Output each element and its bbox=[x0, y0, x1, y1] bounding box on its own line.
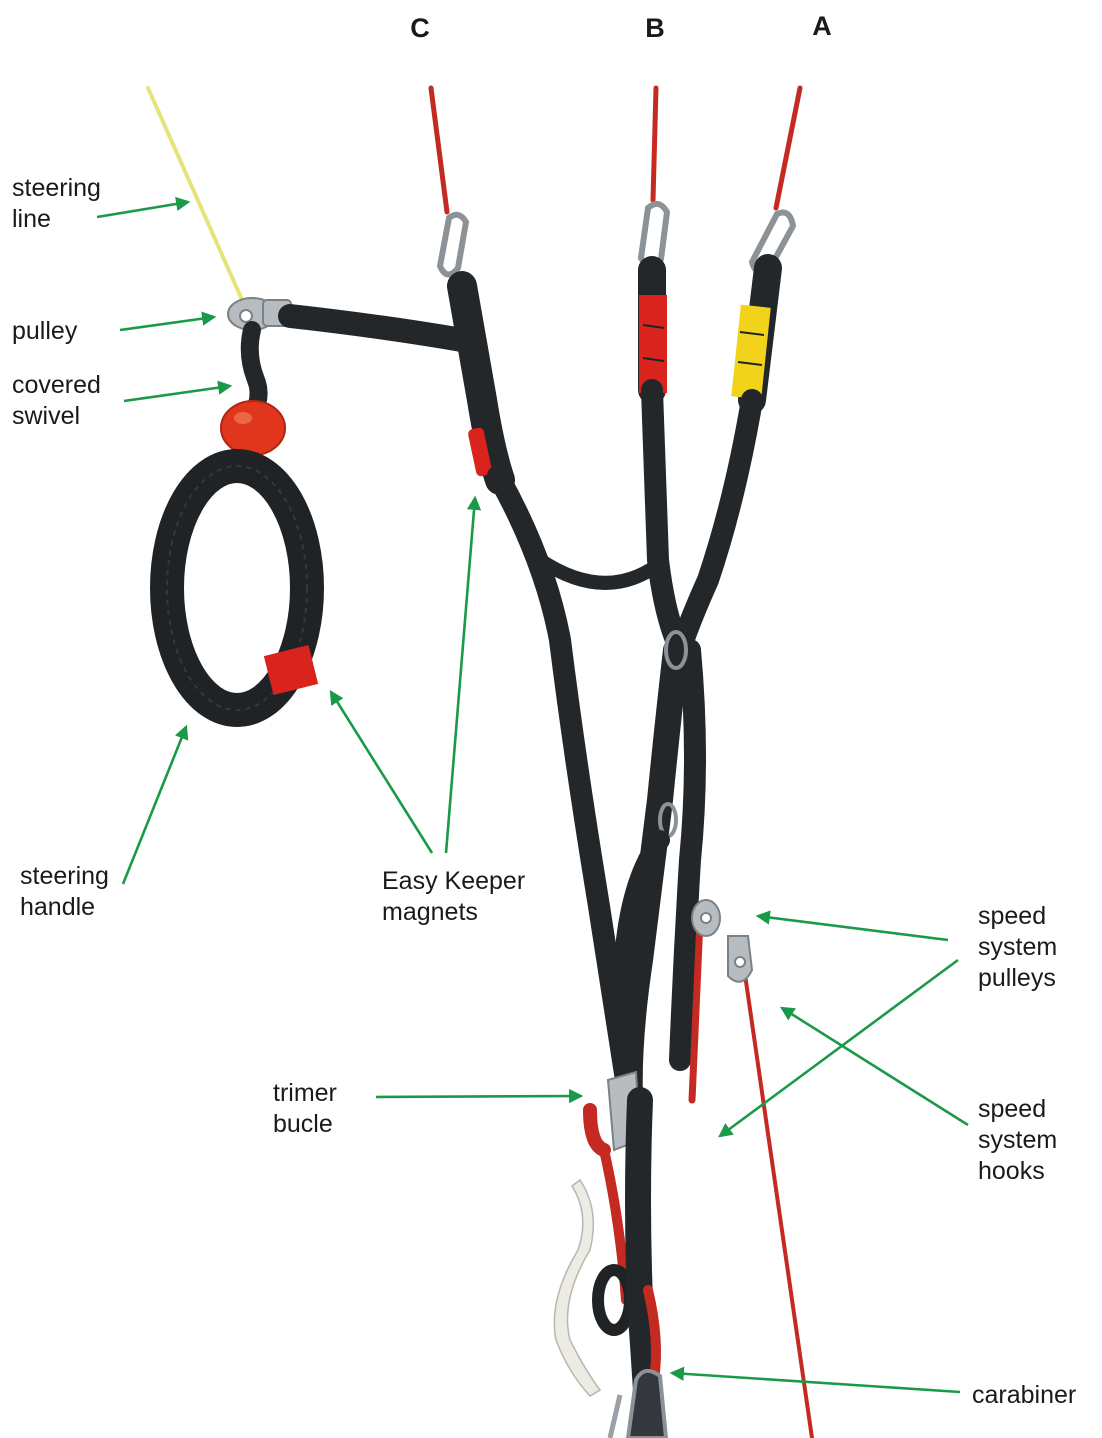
green-arrow-icon bbox=[123, 727, 186, 884]
label-pulley: pulley bbox=[12, 317, 78, 345]
steering-handle-loop bbox=[167, 466, 318, 710]
b-riser-marker bbox=[639, 295, 667, 393]
a-line bbox=[776, 88, 800, 208]
green-arrow-icon bbox=[758, 916, 948, 940]
callout-arrows bbox=[97, 202, 968, 1392]
riser-illustration bbox=[148, 88, 812, 1438]
label-speed-pulleys: speed system pulleys bbox=[978, 902, 1064, 992]
green-arrow-icon bbox=[782, 1008, 968, 1125]
steering-line-cord bbox=[148, 88, 243, 302]
label-steering-line: steering line bbox=[12, 174, 108, 233]
green-arrow-icon bbox=[97, 202, 188, 217]
covered-swivel-part bbox=[250, 330, 259, 412]
green-arrow-icon bbox=[672, 1373, 960, 1392]
b-line bbox=[653, 88, 656, 200]
label-steering-handle: steering handle bbox=[20, 862, 116, 921]
label-covered-swivel: covered swivel bbox=[12, 371, 108, 430]
green-arrow-icon bbox=[124, 386, 230, 401]
riser-letter-b: B bbox=[645, 13, 665, 43]
green-arrow-icon bbox=[120, 317, 214, 330]
green-arrow-icon bbox=[376, 1096, 581, 1097]
label-easy-keeper: Easy Keeper magnets bbox=[382, 867, 532, 926]
handle-ball bbox=[221, 401, 285, 455]
label-speed-hooks: speed system hooks bbox=[978, 1095, 1064, 1185]
c-maillon bbox=[440, 215, 466, 275]
speed-line bbox=[740, 940, 812, 1438]
speed-hook-part bbox=[728, 936, 752, 982]
label-trimer-bucle: trimer bucle bbox=[273, 1079, 344, 1138]
speed-pulley-part bbox=[692, 900, 720, 936]
green-arrow-icon bbox=[331, 692, 432, 853]
c-line bbox=[431, 88, 447, 212]
riser-letter-a: A bbox=[812, 11, 832, 41]
green-arrow-icon bbox=[446, 498, 475, 853]
riser-letter-c: C bbox=[410, 13, 430, 43]
label-carabiner: carabiner bbox=[972, 1381, 1076, 1409]
carabiner-part bbox=[610, 1371, 666, 1438]
